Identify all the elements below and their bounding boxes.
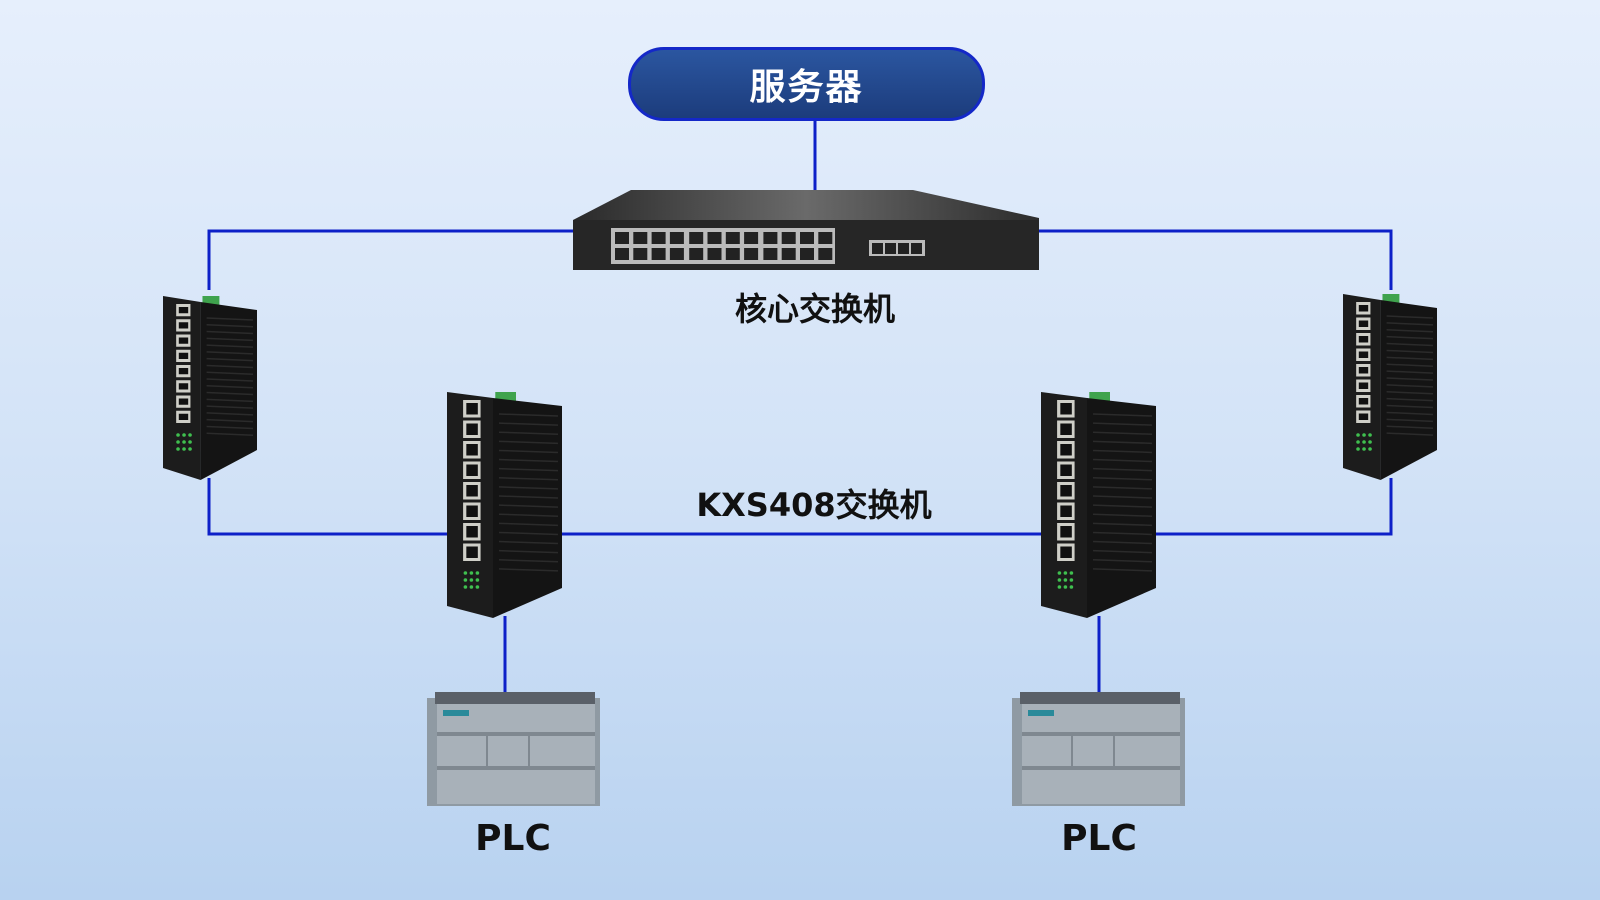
plc-label-right: PLC	[1061, 818, 1137, 859]
server-label: 服务器	[749, 67, 864, 108]
plc-label-left: PLC	[475, 818, 551, 859]
access-switch-mid-left	[447, 392, 562, 618]
server-node: 服务器	[628, 47, 985, 121]
core-switch-label: 核心交换机	[734, 290, 896, 328]
access-switch-far-left	[163, 296, 257, 480]
access-switch-far-right	[1343, 294, 1437, 480]
access-switch-mid-right	[1041, 392, 1156, 618]
access-switch-label: KXS408交换机	[696, 486, 932, 524]
plc-image-right	[1012, 692, 1185, 806]
plc-image-left	[427, 692, 600, 806]
core-switch-image	[573, 190, 1039, 270]
link-ring-bottom	[207, 478, 1393, 536]
